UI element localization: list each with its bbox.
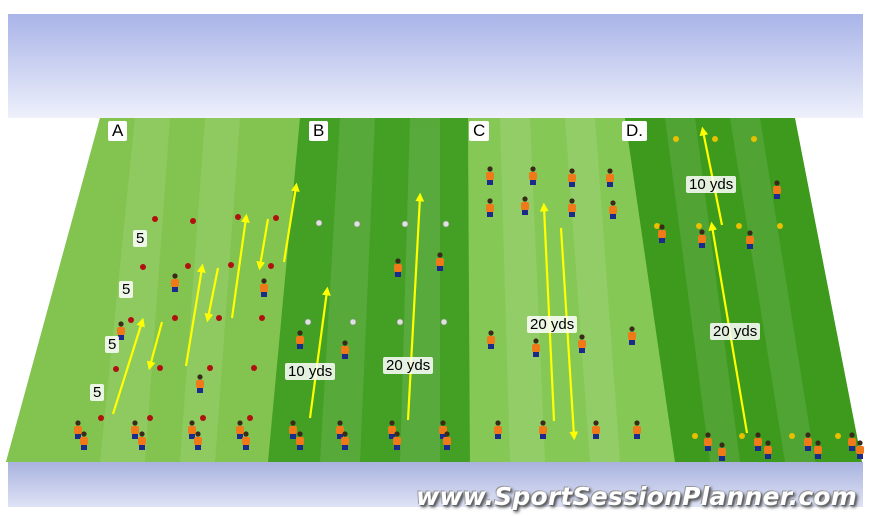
cone-icon bbox=[113, 366, 119, 372]
distance-label: 5 bbox=[133, 230, 147, 247]
cone-icon bbox=[316, 220, 322, 226]
cone-icon bbox=[147, 415, 153, 421]
cone-icon bbox=[98, 415, 104, 421]
zone-label-d: D. bbox=[622, 121, 647, 141]
cone-icon bbox=[172, 315, 178, 321]
watermark: www.SportSessionPlanner.com bbox=[416, 482, 857, 511]
cone-icon bbox=[692, 433, 698, 439]
cone-icon bbox=[397, 319, 403, 325]
cone-icon bbox=[654, 223, 660, 229]
sky bbox=[8, 14, 863, 118]
zone-label-b: B bbox=[309, 121, 328, 141]
cone-icon bbox=[268, 263, 274, 269]
distance-label: 5 bbox=[90, 384, 104, 401]
cone-icon bbox=[247, 415, 253, 421]
cone-icon bbox=[696, 223, 702, 229]
zone-label-a: A bbox=[108, 121, 127, 141]
cone-icon bbox=[354, 221, 360, 227]
cone-icon bbox=[140, 264, 146, 270]
distance-label: 5 bbox=[119, 281, 133, 298]
cone-icon bbox=[305, 319, 311, 325]
distance-label: 10 yds bbox=[686, 176, 736, 193]
cone-icon bbox=[185, 263, 191, 269]
cone-icon bbox=[673, 136, 679, 142]
distance-label: 20 yds bbox=[710, 323, 760, 340]
cone-icon bbox=[712, 136, 718, 142]
cone-icon bbox=[273, 215, 279, 221]
distance-label: 20 yds bbox=[527, 316, 577, 333]
distance-label: 10 yds bbox=[285, 363, 335, 380]
cone-icon bbox=[402, 221, 408, 227]
cone-icon bbox=[152, 216, 158, 222]
cone-icon bbox=[751, 136, 757, 142]
cone-icon bbox=[736, 223, 742, 229]
cone-icon bbox=[777, 223, 783, 229]
cone-icon bbox=[441, 319, 447, 325]
cone-icon bbox=[207, 365, 213, 371]
cone-icon bbox=[259, 315, 265, 321]
cone-icon bbox=[350, 319, 356, 325]
cone-icon bbox=[216, 315, 222, 321]
cone-icon bbox=[157, 365, 163, 371]
distance-label: 20 yds bbox=[383, 357, 433, 374]
cone-icon bbox=[235, 214, 241, 220]
cone-icon bbox=[251, 365, 257, 371]
cone-icon bbox=[835, 433, 841, 439]
cone-icon bbox=[228, 262, 234, 268]
cone-icon bbox=[190, 218, 196, 224]
zone-label-c: C bbox=[469, 121, 489, 141]
cone-icon bbox=[200, 415, 206, 421]
distance-label: 5 bbox=[105, 336, 119, 353]
cone-icon bbox=[128, 317, 134, 323]
cone-icon bbox=[739, 433, 745, 439]
cone-icon bbox=[443, 221, 449, 227]
cone-icon bbox=[789, 433, 795, 439]
